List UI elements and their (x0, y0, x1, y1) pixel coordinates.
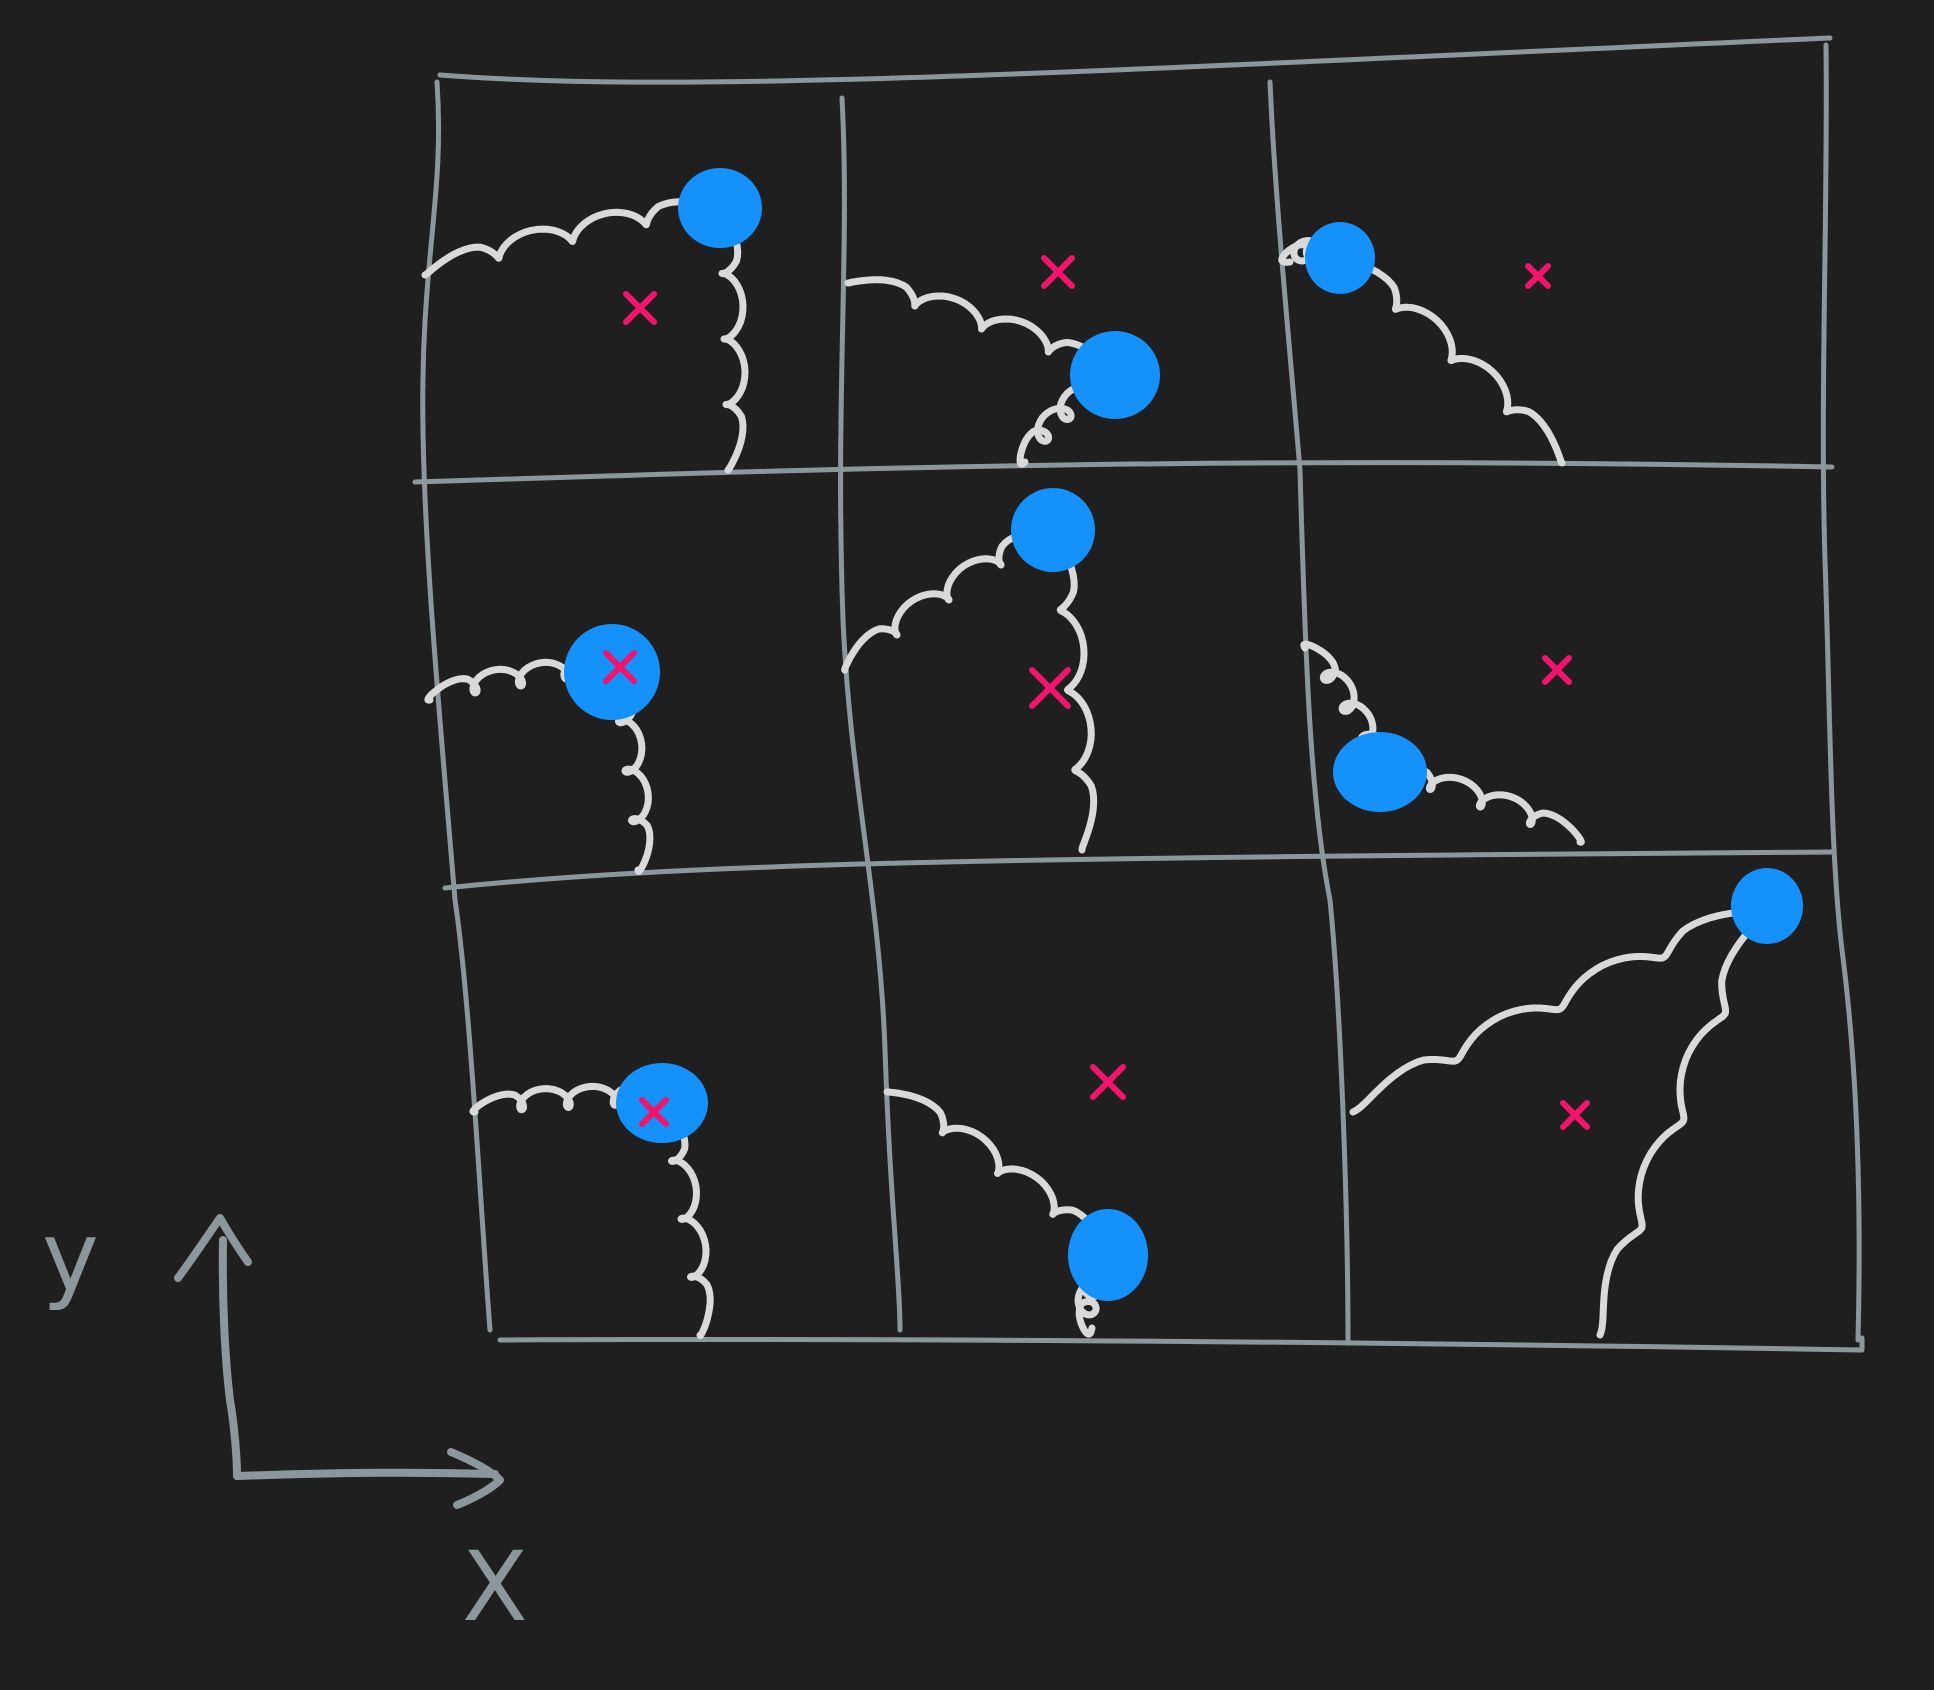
spring-bottom (716, 204, 749, 474)
x-axis-arrowhead-icon (447, 1448, 504, 1509)
cell-r2-c0 (469, 1063, 714, 1340)
cell-r2-c1 (883, 1064, 1148, 1338)
y-axis-arrow (218, 1236, 241, 1480)
equilibrium-marker (639, 1097, 669, 1127)
equilibrium-marker (623, 291, 657, 325)
spring-left (1349, 902, 1771, 1116)
grid-line-row2 (442, 849, 1835, 891)
equilibrium-marker (1041, 255, 1075, 289)
spring-bottom (1049, 526, 1098, 854)
x-axis-label: X (462, 1531, 528, 1643)
equilibrium-marker (603, 650, 637, 684)
mass (1333, 732, 1427, 812)
grid (412, 35, 1865, 1353)
mass (1070, 331, 1160, 419)
spring-bottom (1596, 902, 1771, 1339)
spring-left (844, 276, 1119, 379)
axes: y X (42, 1201, 528, 1643)
mass (1731, 868, 1803, 944)
grid-line-top (437, 35, 1833, 85)
equilibrium-marker (1560, 1100, 1590, 1130)
cell-r0-c1 (844, 255, 1160, 468)
spring-left (841, 525, 1057, 674)
mass (678, 168, 762, 248)
equilibrium-marker (1542, 655, 1572, 685)
mass (1011, 488, 1095, 572)
grid-line-row1 (412, 460, 1835, 485)
cell-r1-c0 (424, 624, 660, 875)
cell-r1-c2 (1300, 640, 1585, 846)
equilibrium-marker (1525, 263, 1551, 289)
spring-bottom (658, 1098, 714, 1340)
cell-r0-c2 (1278, 222, 1566, 467)
grid-line-col2 (1267, 79, 1351, 1346)
grid-line-bottom (497, 1335, 1865, 1353)
y-axis-arrowhead-icon (174, 1214, 252, 1282)
cell-r2-c2 (1349, 868, 1803, 1339)
mass (1305, 222, 1375, 294)
cell-r0-c0 (421, 168, 762, 474)
x-axis-arrow (233, 1468, 499, 1480)
grid-line-right (1820, 42, 1862, 1343)
spring-left (421, 198, 724, 279)
spring-bottom (1336, 254, 1566, 467)
grid-line-col1 (838, 95, 903, 1333)
y-axis-label: y (42, 1201, 99, 1313)
mass (1068, 1209, 1148, 1301)
equilibrium-marker (1029, 667, 1071, 709)
spring-left (883, 1088, 1112, 1259)
spring-bottom (1375, 762, 1585, 846)
cell-r1-c1 (841, 488, 1098, 854)
cells (421, 168, 1803, 1340)
equilibrium-marker (1090, 1064, 1126, 1100)
